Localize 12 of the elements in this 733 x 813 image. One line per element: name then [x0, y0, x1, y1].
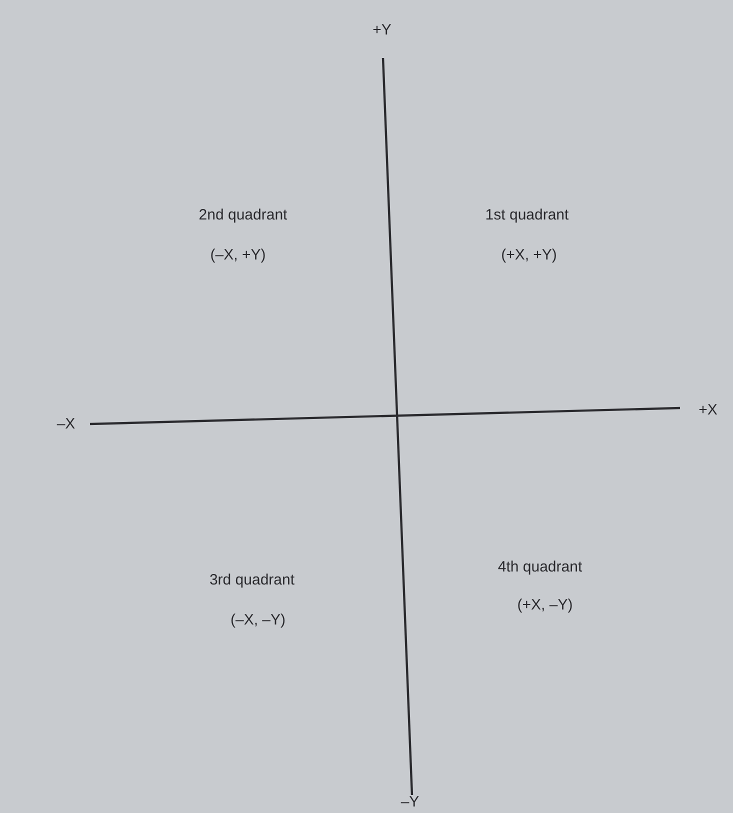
- quadrant-label: 3rd quadrant: [209, 572, 295, 588]
- axis-label: +X: [698, 402, 718, 418]
- quadrant-label: 4th quadrant: [498, 558, 582, 576]
- quadrant-sign: (+X, +Y): [501, 246, 557, 264]
- quadrant-sign: (+X, –Y): [517, 596, 573, 614]
- quadrant-sign: (–X, –Y): [230, 612, 286, 628]
- axis-label: –Y: [400, 794, 420, 810]
- axis-label: –X: [56, 416, 76, 432]
- axis-label: +Y: [372, 22, 392, 38]
- quadrant-label: 2nd quadrant: [198, 206, 288, 224]
- quadrant-sign: (–X, +Y): [210, 246, 266, 264]
- quadrant-label: 1st quadrant: [485, 206, 569, 224]
